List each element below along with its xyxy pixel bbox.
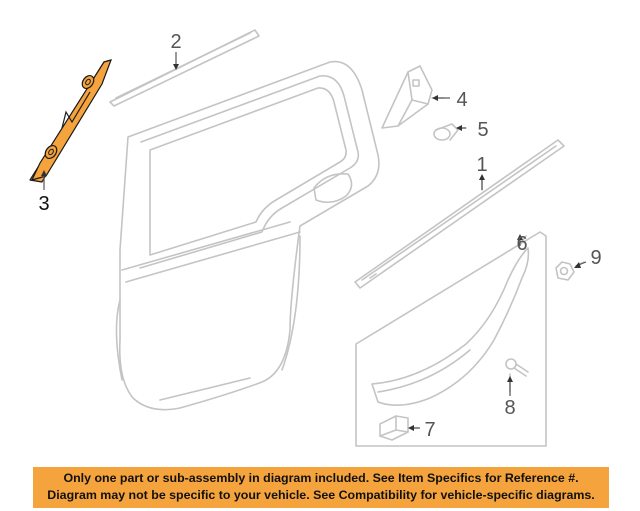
callout-8: 8 xyxy=(504,397,515,419)
part-6-assembly-box xyxy=(355,231,547,447)
door-shell xyxy=(115,60,380,411)
callout-6: 6 xyxy=(516,233,527,255)
callout-2: 2 xyxy=(170,31,181,53)
callout-7: 7 xyxy=(424,419,435,441)
callout-9: 9 xyxy=(590,247,601,269)
disclaimer-line-1: Only one part or sub-assembly in diagram… xyxy=(63,471,579,485)
part-8-screw xyxy=(505,358,529,393)
callout-4: 4 xyxy=(456,89,467,111)
callout-1: 1 xyxy=(476,154,487,176)
leader-lines xyxy=(43,52,587,429)
part-2-upper-molding xyxy=(109,29,260,107)
part-3-garnish-highlighted xyxy=(29,59,112,183)
disclaimer-line-2: Diagram may not be specific to your vehi… xyxy=(47,488,595,502)
leader-arrowheads xyxy=(41,64,581,431)
callout-5: 5 xyxy=(477,119,488,141)
part-1-belt-molding xyxy=(354,139,565,289)
callout-3: 3 xyxy=(38,193,49,215)
disclaimer-banner: Only one part or sub-assembly in diagram… xyxy=(33,467,609,508)
